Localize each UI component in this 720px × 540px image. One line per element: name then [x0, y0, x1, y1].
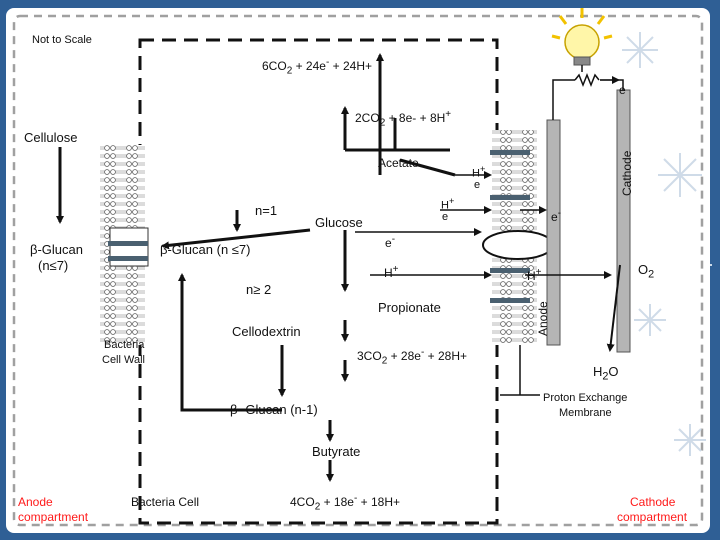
cathode-compartment-label-2: compartment: [617, 510, 688, 524]
cellodextrin-label: Cellodextrin: [232, 324, 301, 339]
h-plus-mid: H+: [441, 196, 455, 212]
reaction-2co2: 2CO2 + 8e- + 8H+: [355, 109, 452, 129]
o2-label: O2: [638, 262, 655, 281]
top-reaction: 6CO2 + 24e- + 24H+: [262, 57, 372, 77]
h-plus-right: H+: [527, 267, 542, 283]
anode-compartment-label: Anode: [18, 495, 53, 509]
light-bulb-icon: [551, 8, 613, 72]
e-minus-right: e-: [551, 208, 562, 224]
bacteria-cell-label: Bacteria Cell: [131, 495, 200, 509]
pem-label: Proton Exchange: [543, 392, 628, 404]
anode-compartment-label-2: compartment: [18, 510, 89, 524]
cellulose-label: Cellulose: [24, 130, 78, 145]
reaction-3co2: 3CO2 + 28e- + 28H+: [357, 347, 467, 367]
cathode-compartment-label: Cathode: [630, 495, 676, 509]
beta-glucan-left-n: (n≤7): [38, 258, 69, 273]
glucose-label: Glucose: [315, 215, 363, 230]
bacteria-cell-wall-label-2: Cell Wall: [102, 354, 145, 366]
h2o-label: H2O: [593, 364, 619, 383]
e-mid: e: [442, 211, 449, 223]
n-equals-1-label: n=1: [255, 203, 278, 218]
resistor-icon: [574, 72, 600, 88]
not-to-scale-note: Not to Scale: [32, 34, 92, 46]
h-plus-center: H+: [384, 264, 399, 280]
e-upper: e: [474, 179, 481, 191]
beta-glucan-n-minus-1: β- Glucan (n-1): [230, 402, 318, 417]
n-ge-2-label: n≥ 2: [246, 282, 272, 297]
cathode-label: Cathode: [620, 150, 634, 196]
beta-glucan-left: β-Glucan: [30, 242, 83, 257]
electron-circuit-label: e: [619, 83, 626, 97]
bacteria-cell-wall-label: Bacteria: [104, 339, 145, 351]
h-plus-upper: H+: [472, 164, 486, 180]
e-minus-center: e-: [385, 234, 396, 250]
membrane-pore: [482, 230, 554, 260]
butyrate-label: Butyrate: [312, 444, 361, 459]
anode-label: Anode: [536, 301, 550, 336]
beta-glucan-mid: β-Glucan (n ≤7): [160, 242, 251, 257]
reaction-4co2: 4CO2 + 18e- + 18H+: [290, 493, 400, 513]
pem-label-2: Membrane: [559, 407, 612, 419]
propionate-label: Propionate: [378, 300, 441, 315]
cathode-electrode: [616, 89, 631, 353]
acetate-label: Acetate: [378, 156, 419, 170]
